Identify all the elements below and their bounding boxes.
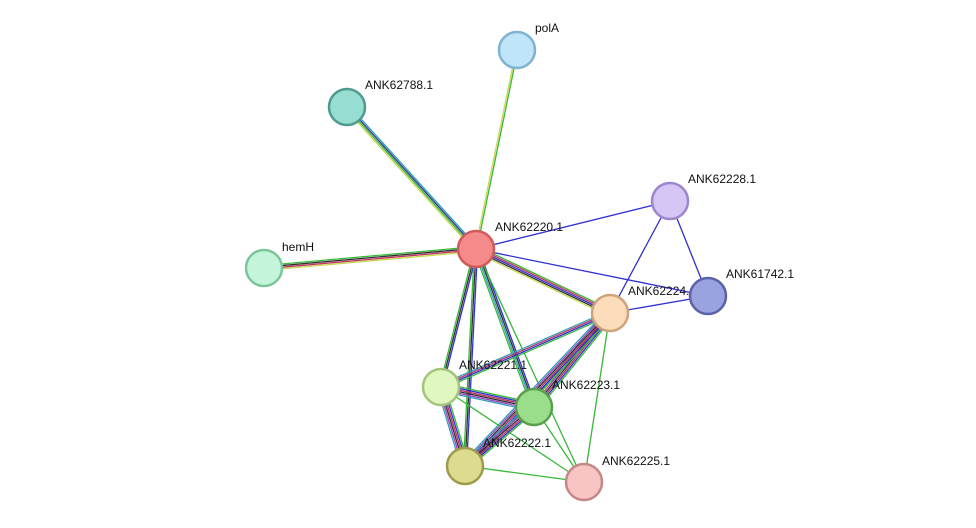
edge-line — [347, 106, 478, 249]
edge-line — [441, 314, 612, 390]
node-pola[interactable] — [497, 30, 537, 70]
node-label-ank62225-1: ANK62225.1 — [602, 454, 670, 468]
edge-line — [464, 465, 585, 483]
edge-line — [476, 246, 611, 313]
node-ank62221-1[interactable] — [421, 367, 461, 407]
edge-line — [348, 104, 479, 248]
edge-line — [345, 107, 476, 250]
edge-line — [537, 315, 615, 411]
edge-line — [264, 249, 477, 270]
node-hemh[interactable] — [244, 248, 284, 288]
node-ank62220-1[interactable] — [456, 229, 496, 269]
node-label-ank62222-1: ANK62222.1 — [483, 436, 551, 450]
edge-ank62220-1-ank62224 — [474, 245, 612, 317]
edge-line — [263, 245, 476, 267]
edge-line — [475, 200, 671, 250]
edge-line — [532, 311, 610, 407]
edge-ank62224-ank62225-1 — [583, 312, 611, 483]
edge-line — [535, 314, 613, 410]
node-ank62225-1[interactable] — [564, 462, 604, 502]
edge-line — [264, 250, 477, 272]
edge-line — [461, 309, 608, 464]
edge-line — [609, 200, 671, 314]
edge-ank62228-1-ank62224 — [609, 200, 671, 314]
edge-line — [529, 309, 607, 405]
edge-ank62224-ank62223-1 — [529, 309, 615, 411]
node-label-ank62221-1: ANK62221.1 — [459, 358, 527, 372]
edge-ank62220-1-ank62222-1 — [462, 248, 479, 467]
node-label-ank62223-1: ANK62223.1 — [552, 378, 620, 392]
label-layer: ANK62220.1 polA ANK62788.1 hemH ANK62228.1AN… — [282, 21, 794, 468]
edge-line — [462, 248, 476, 466]
edge-line — [475, 248, 709, 297]
edge-line — [464, 248, 477, 467]
edge-line — [441, 249, 479, 388]
edge-ank62224-ank62221-1 — [439, 310, 612, 390]
edge-line — [438, 248, 476, 387]
edge-line — [440, 386, 585, 483]
edge-line — [473, 249, 533, 409]
edge-line — [440, 248, 477, 388]
edge-line — [465, 249, 479, 467]
edge-line — [263, 247, 476, 268]
edge-line — [476, 248, 536, 407]
node-layer — [244, 30, 728, 502]
edge-ank62220-1-ank62225-1 — [475, 248, 585, 483]
edge-line — [440, 311, 610, 387]
node-label-ank61742-1: ANK61742.1 — [726, 267, 794, 281]
node-label-ank62228-1: ANK62228.1 — [688, 172, 756, 186]
node-ank62228-1[interactable] — [650, 181, 690, 221]
edge-ank62220-1-ank61742-1 — [475, 248, 709, 297]
edge-ank62220-1-hemh — [263, 245, 477, 272]
edge-line — [534, 313, 612, 409]
edge-line — [477, 245, 612, 311]
edge-ank62221-1-ank62225-1 — [440, 386, 585, 483]
node-label-pola: polA — [535, 21, 559, 35]
edge-line — [474, 49, 517, 249]
edge-line — [474, 249, 534, 408]
node-ank62224[interactable] — [590, 293, 630, 333]
node-ank62788-1[interactable] — [327, 87, 367, 127]
edge-line — [583, 312, 611, 483]
edge-line — [533, 312, 611, 408]
edge-line — [475, 248, 611, 314]
edge-line — [476, 50, 519, 250]
edge-line — [475, 249, 610, 316]
edge-ank62220-1-ank62228-1 — [475, 200, 671, 250]
edge-ank62220-1-ank62788-1 — [344, 104, 479, 252]
node-label-hemh: hemH — [282, 240, 314, 254]
edge-line — [531, 310, 609, 406]
edge-line — [344, 108, 475, 252]
edge-line — [475, 248, 585, 483]
node-label-ank62788-1: ANK62788.1 — [365, 78, 433, 92]
edge-ank62222-1-ank62225-1 — [464, 465, 585, 483]
node-ank62222-1[interactable] — [445, 446, 485, 486]
node-label-ank62220-1: ANK62220.1 — [495, 220, 563, 234]
edge-line — [439, 310, 610, 386]
edge-ank62220-1-pola — [474, 49, 519, 250]
node-label-ank62224: ANK62224. — [628, 284, 689, 298]
edge-line — [474, 251, 609, 317]
edge-line — [441, 313, 611, 389]
node-ank61742-1[interactable] — [688, 276, 728, 316]
node-ank62223-1[interactable] — [514, 387, 554, 427]
edge-ank62220-1-ank62221-1 — [438, 248, 479, 388]
